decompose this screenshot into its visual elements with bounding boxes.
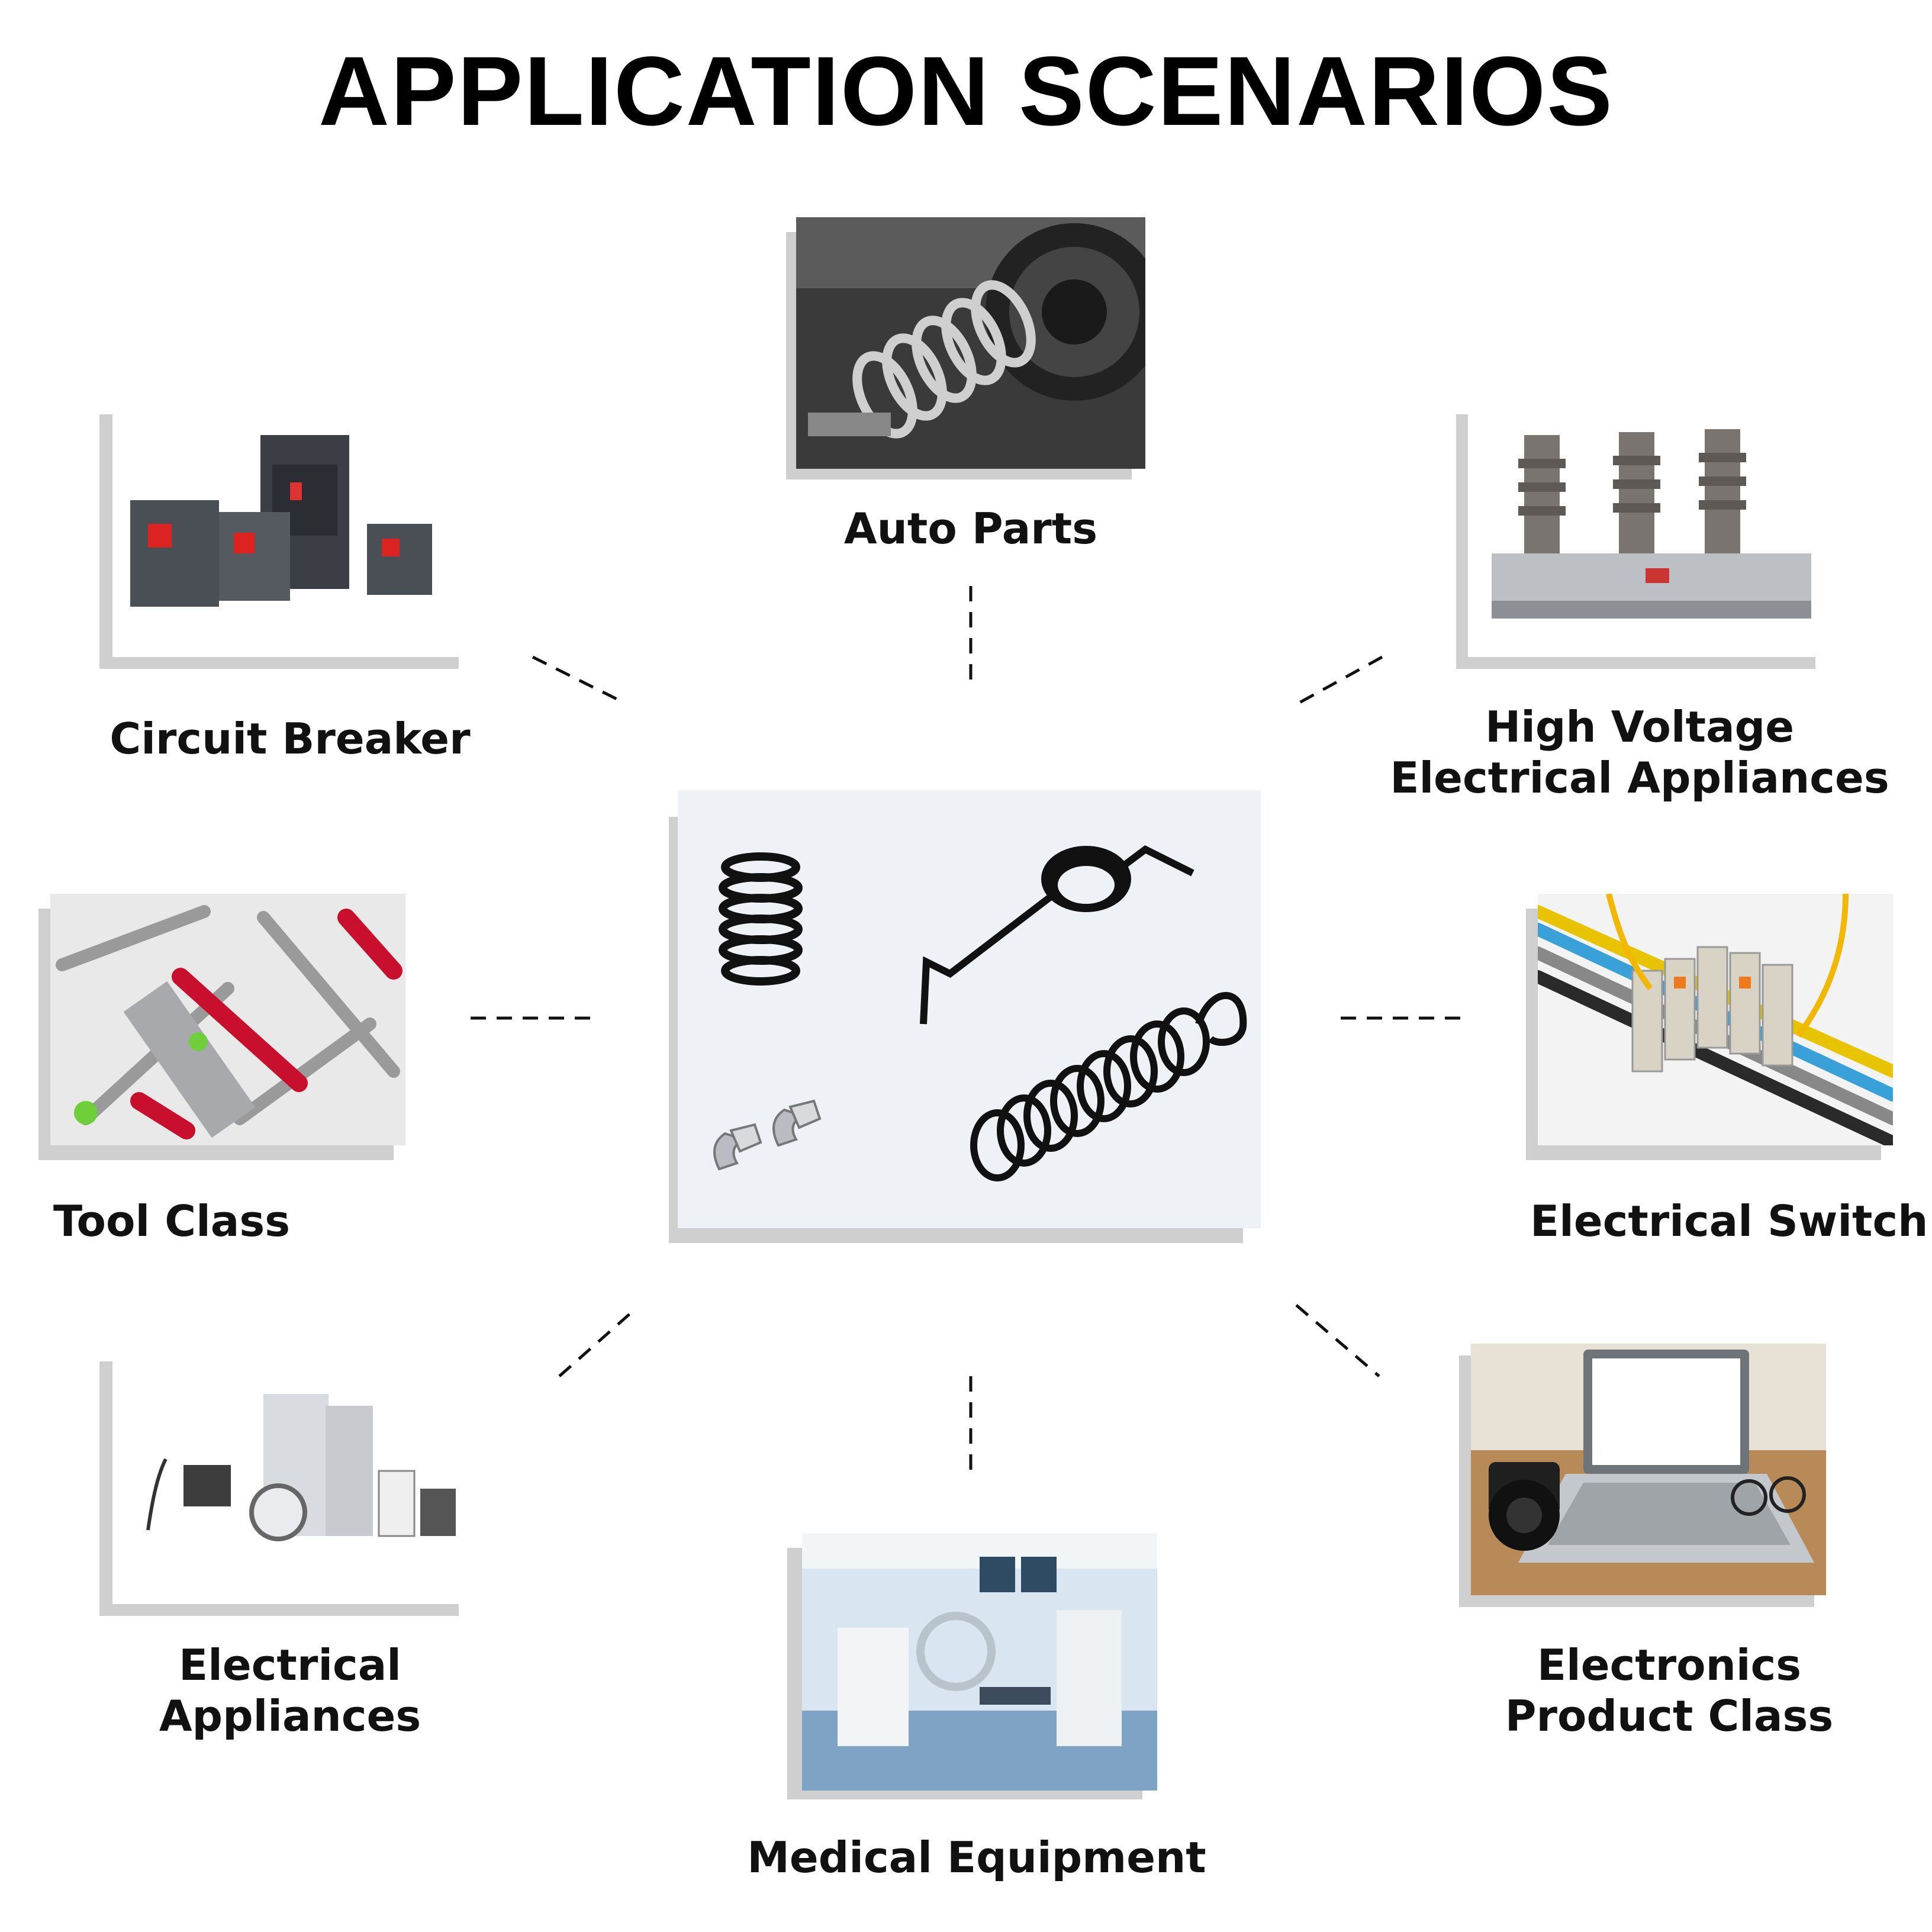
connector-bottom-left — [558, 1307, 637, 1377]
medical-equipment-image — [802, 1533, 1157, 1791]
tool-class-image — [50, 894, 405, 1145]
label-line: Circuit Breaker — [110, 714, 471, 764]
connector-top-left — [532, 655, 623, 703]
label-line: Medical Equipment — [747, 1833, 1206, 1882]
label-line: Electrical Switch — [1530, 1196, 1928, 1246]
connector-top-right — [1295, 655, 1383, 706]
label-line: Electrical Appliances — [1390, 753, 1889, 803]
electrical-switch-image — [1538, 894, 1893, 1145]
scenario-label-electrical-appliances: Electrical Appliances — [95, 1640, 485, 1741]
scenario-label-high-voltage: High Voltage Electrical Appliances — [1385, 701, 1894, 803]
label-line: Auto Parts — [843, 504, 1098, 553]
scenario-label-tool-class: Tool Class — [53, 1196, 385, 1247]
label-line: Tool Class — [53, 1196, 291, 1246]
electronics-product-image — [1471, 1344, 1826, 1595]
label-line: Electrical — [179, 1640, 401, 1690]
scenario-label-medical-equipment: Medical Equipment — [734, 1832, 1219, 1883]
label-line: Electronics — [1537, 1640, 1802, 1690]
label-line: Appliances — [159, 1691, 421, 1741]
page-title: APPLICATION SCENARIOS — [318, 37, 1614, 146]
scenario-label-electrical-switch: Electrical Switch — [1530, 1196, 1928, 1247]
auto-parts-image — [796, 217, 1145, 469]
high-voltage-image — [1468, 405, 1823, 657]
electrical-appliances-image — [112, 1353, 468, 1604]
connector-bottom-right — [1295, 1304, 1380, 1377]
label-line: High Voltage — [1485, 702, 1795, 752]
scenario-label-auto-parts: Auto Parts — [793, 503, 1148, 554]
label-line: Product Class — [1505, 1691, 1834, 1741]
scenario-label-electronics: Electronics Product Class — [1444, 1640, 1894, 1741]
circuit-breaker-image — [112, 405, 468, 657]
springs-image — [678, 790, 1261, 1228]
scenario-label-circuit-breaker: Circuit Breaker — [95, 713, 485, 764]
